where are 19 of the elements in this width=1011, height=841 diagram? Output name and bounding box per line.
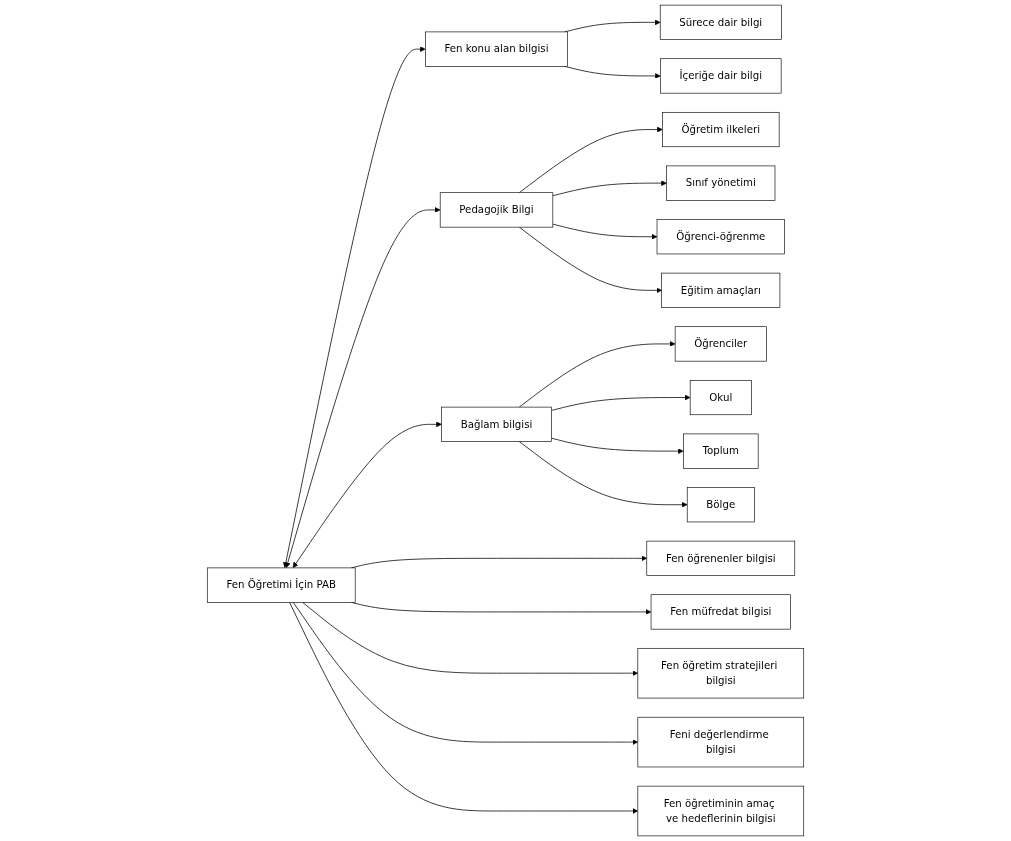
node-box: Sınıf yönetimi bbox=[666, 165, 776, 201]
node-box: Eğitim amaçları bbox=[661, 272, 781, 308]
node-box: Fen konu alan bilgisi bbox=[425, 31, 568, 67]
node-box: Fen Öğretimi İçin PAB bbox=[206, 567, 356, 603]
node-box: Toplum bbox=[683, 433, 759, 469]
node-box: Sürece dair bilgi bbox=[659, 4, 782, 40]
node-box: Öğretim ilkeleri bbox=[662, 112, 780, 148]
node-box: İçeriğe dair bilgi bbox=[660, 58, 782, 94]
node-box: Öğrenci-öğrenme bbox=[656, 219, 785, 255]
node-box: Fen öğretim stratejileri bilgisi bbox=[637, 647, 805, 699]
node-box: Bölge bbox=[686, 487, 755, 523]
node-box: Okul bbox=[689, 380, 752, 416]
node-box: Fen öğrenenler bilgisi bbox=[646, 540, 796, 576]
node-box: Fen öğretiminin amaç ve hedeflerinin bilgisi bbox=[637, 785, 805, 837]
node-box: Bağlam bilgisi bbox=[441, 406, 552, 442]
node-box: Öğrenciler bbox=[674, 326, 767, 362]
node-box: Feni değerlendirme bilgisi bbox=[637, 716, 805, 768]
node-box: Pedagojik Bilgi bbox=[439, 192, 554, 228]
node-box: Fen müfredat bilgisi bbox=[650, 594, 791, 630]
